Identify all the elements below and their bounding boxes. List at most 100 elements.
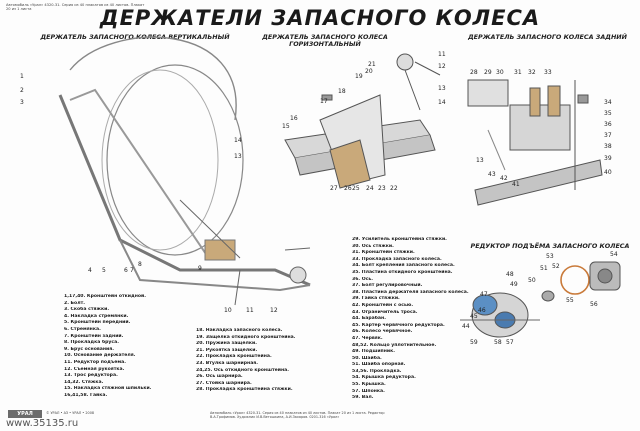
callout-r42: 42 (500, 175, 508, 182)
callout-55: 55 (566, 297, 574, 304)
latch-part (321, 94, 333, 101)
legend-item: 57. Шпонка. (352, 388, 385, 394)
legend-item: 21. Рукоятка защёлки. (196, 347, 258, 353)
legend-item: 51. Шайба опорная. (352, 362, 406, 368)
crank (284, 247, 311, 251)
callout-h21: 21 (368, 61, 376, 68)
legend-item: 3. Скоба стяжки. (64, 307, 110, 313)
callout-51: 51 (540, 265, 548, 272)
handle-horiz (414, 61, 441, 76)
section-title-reducer: РЕДУКТОР ПОДЪЁМА ЗАПАСНОГО КОЛЕСА (470, 242, 630, 250)
callout-1: 1 (20, 73, 24, 80)
section-title-horizontal-line2: ГОРИЗОНТАЛЬНЫЙ (289, 40, 361, 49)
cable-horiz (404, 69, 421, 111)
vertical-holder-drawing (58, 36, 311, 306)
callout-53: 53 (546, 253, 554, 260)
callout-h15: 15 (282, 123, 290, 130)
legend-item: 50. Шайба. (352, 355, 382, 361)
legend-item: 34. Болт крепления запасного колеса. (352, 263, 455, 269)
bearing (541, 290, 555, 302)
tie-rod (179, 199, 241, 259)
legend-item: 24,25. Ось откидного кронштейна. (196, 367, 289, 373)
legend-item: 53,56. Прокладка. (352, 368, 402, 374)
callout-h17: 17 (320, 98, 328, 105)
rear-holder-drawing (467, 79, 603, 206)
logo: УРАЛ (8, 410, 42, 418)
section-title-horizontal: ДЕРЖАТЕЛЬ ЗАПАСНОГО КОЛЕСА ГОРИЗОНТАЛЬНЫ… (260, 33, 390, 49)
callout-49: 49 (510, 281, 518, 288)
footer-note: Автомобиль «Урал» 4320-31. Серия из 40 п… (210, 411, 385, 420)
callout-r29: 29 (484, 69, 492, 76)
legend-item: 55. Крышка. (352, 382, 386, 388)
callout-44: 44 (462, 323, 470, 330)
gasket (560, 265, 590, 295)
callouts-reducer: 44 45 46 47 48 49 50 51 52 53 54 55 56 5… (462, 251, 618, 346)
legend-item: 13. Трос редуктора. (64, 373, 118, 379)
callout-r28: 28 (470, 69, 478, 76)
legend-item: 43. Ограничитель троса. (352, 309, 418, 315)
legend-item: 36. Ось. (352, 276, 374, 282)
callout-58: 58 (494, 339, 502, 346)
legend-item: 44. Барабан. (352, 316, 386, 322)
legend-item: 49. Подшипник. (352, 349, 395, 355)
legend-item: 45. Картер червячного редуктора. (352, 322, 445, 328)
legend-item: 48,52. Кольцо уплотнительное. (352, 342, 437, 348)
callout-10: 10 (224, 307, 232, 314)
callouts-rear: 28 29 30 31 32 33 34 35 36 37 38 39 40 4… (470, 69, 612, 188)
callout-r30: 30 (496, 69, 504, 76)
legend-item: 30. Ось стяжки. (352, 243, 394, 249)
legend-item: 27. Стойка шарнира. (196, 380, 252, 386)
cover-center (597, 268, 613, 284)
callout-r39: 39 (604, 155, 612, 162)
legend-item: 5. Кронштейн передний. (64, 320, 131, 326)
legend-item: 12. Съемная рукоятка. (64, 366, 125, 372)
legend-item: 23. Втулка шарнирная. (196, 360, 258, 366)
callout-r33: 33 (544, 69, 552, 76)
legend-item: 20. Пружина защёлки. (196, 341, 257, 347)
legend-item: 14,32. Стяжка. (64, 379, 104, 385)
callouts-horizontal: 11 12 13 14 15 16 17 18 19 20 21 22 23 2… (282, 51, 446, 192)
legend-item: 28. Прокладка кронштейна стяжки. (196, 387, 293, 393)
callout-r31: 31 (514, 69, 522, 76)
callout-54: 54 (610, 251, 618, 258)
legend-item: 2. Болт. (64, 300, 85, 306)
callout-7: 7 (130, 267, 134, 274)
callout-h12: 12 (438, 63, 446, 70)
legend-item: 37. Болт регулировочный. (352, 283, 423, 289)
callout-r43: 43 (488, 171, 496, 178)
callout-8: 8 (138, 261, 142, 268)
rear-bracket-top (467, 79, 509, 107)
callout-h25: 25 (352, 185, 360, 192)
callout-r35: 35 (604, 110, 612, 117)
section-title-rear: ДЕРЖАТЕЛЬ ЗАПАСНОГО КОЛЕСА ЗАДНИЙ (467, 33, 628, 41)
page-title: ДЕРЖАТЕЛИ ЗАПАСНОГО КОЛЕСА (99, 6, 541, 30)
callout-r32: 32 (528, 69, 536, 76)
horizontal-holder-drawing (284, 53, 441, 189)
legend-left: 1,17,40. Кронштейн откидной. 2. Болт. 3.… (64, 294, 151, 400)
legend-mid: 18. Накладка запасного колеса. 19. Защёл… (196, 328, 295, 394)
frame-base (119, 239, 311, 292)
callout-r37: 37 (604, 132, 612, 139)
callouts-vertical: 1 2 3 4 5 6 7 8 9 10 11 12 13 14 (20, 73, 278, 314)
callout-13: 13 (234, 153, 242, 160)
legend-item: 39. Гайка стяжки. (352, 296, 400, 302)
callout-h11: 11 (438, 51, 446, 58)
callout-3: 3 (20, 99, 24, 106)
callout-56: 56 (590, 301, 598, 308)
legend-item: 22. Прокладка кронштейна. (196, 354, 272, 360)
legend-item: 9. Брус основания. (64, 346, 114, 352)
callout-r36: 36 (604, 121, 612, 128)
callout-14: 14 (234, 137, 242, 144)
callout-r38: 38 (604, 143, 612, 150)
callout-11: 11 (246, 307, 254, 314)
callout-h24: 24 (366, 185, 374, 192)
legend-item: 4. Накладка стремянки. (64, 313, 129, 319)
bracket-pad (329, 139, 371, 189)
wheel-outline (106, 64, 244, 256)
cable (69, 36, 237, 121)
reducer-horiz (396, 53, 414, 71)
wheel-rim (101, 69, 219, 251)
reducer-vert (289, 266, 307, 284)
legend-item: 16,41,58. Гайка. (64, 392, 108, 398)
callout-r13: 13 (476, 157, 484, 164)
